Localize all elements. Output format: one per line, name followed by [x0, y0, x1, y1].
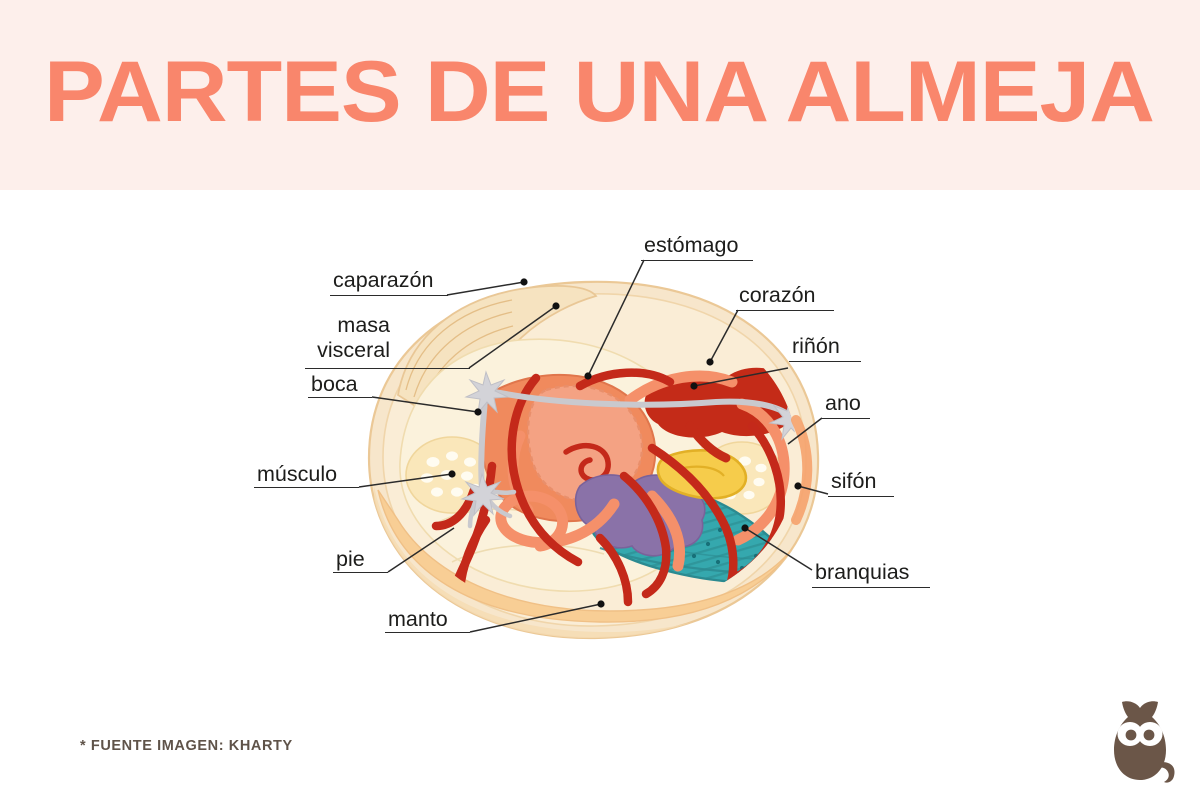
- label-rule-manto: [385, 632, 470, 633]
- label-masa-visceral-line1: masa: [337, 313, 390, 337]
- label-boca-text: boca: [311, 372, 358, 396]
- label-pie-text: pie: [336, 547, 365, 571]
- label-corazon-text: corazón: [739, 283, 816, 307]
- label-estomago: estómago: [644, 233, 738, 258]
- page-title: PARTES DE UNA ALMEJA: [44, 44, 1155, 140]
- label-rule-rinon: [789, 361, 861, 362]
- label-rule-sifon: [828, 496, 894, 497]
- label-estomago-text: estómago: [644, 233, 739, 257]
- label-caparazon: caparazón: [333, 268, 433, 293]
- label-manto: manto: [388, 607, 448, 632]
- label-sifon-text: sifón: [831, 469, 877, 493]
- label-masa-visceral: masa visceral: [258, 313, 390, 363]
- label-rule-ano: [822, 418, 870, 419]
- label-boca: boca: [311, 372, 358, 397]
- header-band: [0, 0, 1200, 190]
- label-caparazon-text: caparazón: [333, 268, 434, 292]
- label-musculo: músculo: [257, 462, 337, 487]
- label-rule-corazon: [736, 310, 834, 311]
- leader-dots: [448, 278, 802, 608]
- label-rule-caparazon: [330, 295, 448, 296]
- siphon-region: [791, 415, 813, 525]
- owl-logo: [1100, 700, 1180, 786]
- clam-anatomy-diagram: [0, 190, 1200, 690]
- label-rule-estomago: [641, 260, 753, 261]
- label-rule-pie: [333, 572, 388, 573]
- label-rule-masa-visceral: [305, 368, 470, 369]
- label-rinon: riñón: [792, 334, 840, 359]
- label-rule-boca: [308, 397, 372, 398]
- label-pie: pie: [336, 547, 365, 572]
- label-ano: ano: [825, 391, 861, 416]
- label-ano-text: ano: [825, 391, 861, 415]
- nerve-system: [460, 370, 798, 529]
- label-rule-branquias: [812, 587, 930, 588]
- source-note: * FUENTE IMAGEN: KHARTY: [80, 738, 293, 754]
- label-corazon: corazón: [739, 283, 816, 308]
- label-manto-text: manto: [388, 607, 448, 631]
- leader-lines: [358, 259, 829, 633]
- label-masa-visceral-line2: visceral: [317, 338, 390, 362]
- label-musculo-text: músculo: [257, 462, 338, 486]
- label-rinon-text: riñón: [792, 334, 840, 358]
- label-rule-musculo: [254, 487, 359, 488]
- label-sifon: sifón: [831, 469, 876, 494]
- label-branquias-text: branquias: [815, 560, 910, 584]
- label-branquias: branquias: [815, 560, 909, 585]
